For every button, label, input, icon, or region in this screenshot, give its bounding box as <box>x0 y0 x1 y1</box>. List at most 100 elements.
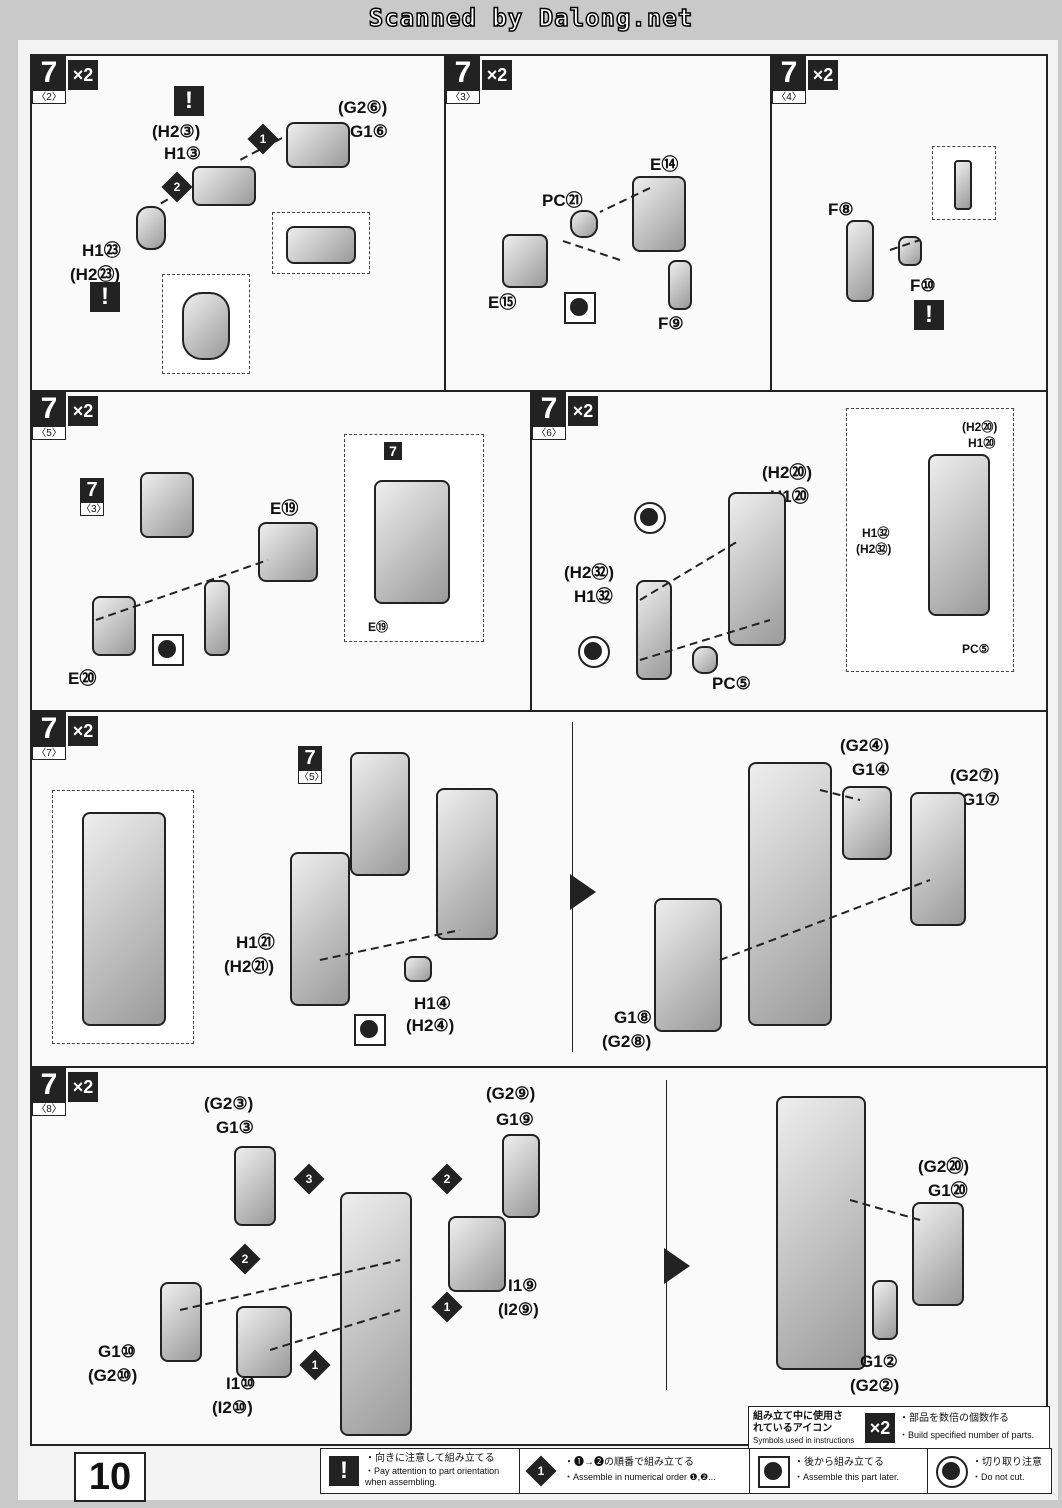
order-1-icon: 1 <box>299 1349 331 1381</box>
joint-detail <box>182 292 230 360</box>
step-panel-7-8: 7 〈8〉 ×2 (G2③) G1③ (G2⑨) G1⑨ 3 2 2 I1⑨ (… <box>30 1066 1048 1446</box>
step-panel-7-7: 7 〈7〉 ×2 7 〈5〉 H1㉑ (H2㉑) H1④ (H2④) (G2④)… <box>30 710 1048 1070</box>
seal-icon <box>564 292 596 324</box>
ref-step-sub: 〈3〉 <box>80 502 107 516</box>
step-number: 7 <box>772 56 806 90</box>
part-label: H1㉜ <box>574 587 613 606</box>
part-label: (H2㉜) <box>856 542 892 556</box>
calf-armor-part <box>910 792 966 926</box>
step-badge: 7 〈4〉 ×2 <box>772 56 840 106</box>
no-cut-icon <box>936 1456 968 1488</box>
part-label: (G2⑥) <box>338 98 388 117</box>
legend-x2-box: 組み立て中に使用されているアイコン Symbols used in instru… <box>748 1406 1050 1450</box>
part-label: G1④ <box>852 760 890 779</box>
part-label: (H2⑳) <box>762 463 813 482</box>
part-label: G1⑧ <box>614 1008 652 1027</box>
assembled-detail <box>82 812 166 1026</box>
multiplier-badge-icon: ×2 <box>865 1413 895 1443</box>
part-label: (G2④) <box>840 736 890 755</box>
part-label: E⑳ <box>68 669 97 688</box>
legend-later-jp: ・後から組み立てる <box>794 1457 884 1468</box>
part-label: (H2④) <box>406 1016 455 1035</box>
step-badge: 7 〈2〉 ×2 <box>32 56 100 106</box>
ball-joint-part <box>136 206 166 250</box>
next-arrow-icon <box>664 1248 690 1284</box>
part-label: F⑩ <box>910 276 936 295</box>
panel-part <box>502 234 548 288</box>
part-label: (I2⑨) <box>498 1300 539 1319</box>
side-panel-part <box>92 596 136 656</box>
part-label: G1③ <box>216 1118 254 1137</box>
part-label: H1⑳ <box>968 436 996 450</box>
divider <box>666 1080 667 1390</box>
leg-core-part <box>340 1192 412 1436</box>
part-label: G1⑦ <box>962 790 1000 809</box>
ref-step-number: 7 <box>80 478 104 502</box>
bar-part <box>204 580 230 656</box>
legend-title-jp: 組み立て中に使用されているアイコン <box>753 1411 843 1434</box>
part-label: (G2⑳) <box>918 1157 969 1176</box>
part-label: PC⑤ <box>962 642 990 656</box>
step-number: 7 <box>32 56 66 90</box>
part-label: (H2㉓) <box>70 265 121 284</box>
leg-assembly-part <box>748 762 832 1026</box>
order-1-icon: 1 <box>525 1455 557 1487</box>
step-panel-7-4: 7 〈4〉 ×2 F⑧ F⑩ ! <box>770 54 1048 392</box>
joint-part <box>258 522 318 582</box>
step-panel-7-2: 7 〈2〉 ×2 ! (H2③) H1③ (G2⑥) G1⑥ 1 2 H1㉓ (… <box>30 54 446 392</box>
part-label: (H2③) <box>152 122 201 141</box>
part-label: H1㉑ <box>236 933 275 952</box>
step-panel-7-3: 7 〈3〉 ×2 E⑭ PC㉑ E⑮ F⑨ <box>444 54 772 392</box>
order-2-icon: 2 <box>431 1163 463 1195</box>
housing-part <box>632 176 686 252</box>
part-label: H1㉜ <box>862 526 890 540</box>
pin-part <box>898 236 922 266</box>
part-label: F⑨ <box>658 314 684 333</box>
warning-icon: ! <box>914 300 944 330</box>
part-label: (G2③) <box>204 1094 254 1113</box>
step-badge: 7 〈5〉 ×2 <box>32 392 100 442</box>
knee-part <box>502 1134 540 1218</box>
legend-warn-jp: ・向きに注意して組み立てる <box>365 1453 495 1464</box>
legend-warn-en: ・Pay attention to part orientation when … <box>365 1466 500 1487</box>
step-panel-7-5: 7 〈5〉 ×2 7 〈3〉 E⑲ E⑳ 7 E⑲ <box>30 390 532 712</box>
multiplier-badge: ×2 <box>68 716 98 746</box>
next-arrow-icon <box>570 874 596 910</box>
ref-step-number: 7 <box>384 442 402 460</box>
legend-warn: ! ・向きに注意して組み立てる ・Pay attention to part o… <box>321 1449 517 1493</box>
ref-step-sub: 〈5〉 <box>298 770 325 784</box>
no-cut-icon <box>634 502 666 534</box>
warning-icon: ! <box>174 86 204 116</box>
legend-x2-en: ・Build specified number of parts. <box>899 1430 1035 1440</box>
part-label: (H2㉜) <box>564 563 615 582</box>
leg-frame-part <box>728 492 786 646</box>
multiplier-badge: ×2 <box>482 60 512 90</box>
step-number: 7 <box>532 392 566 426</box>
shoulder-part <box>286 122 350 168</box>
part-label: (H2⑳) <box>962 420 998 434</box>
part-label: E⑲ <box>270 499 299 518</box>
part-label: (G2⑨) <box>486 1084 536 1103</box>
order-1-icon: 1 <box>431 1291 463 1323</box>
step-sub: 〈4〉 <box>772 90 806 104</box>
leg-detail <box>928 454 990 616</box>
pc-part <box>570 210 598 238</box>
side-part <box>160 1282 202 1362</box>
legend-later-en: ・Assemble this part later. <box>794 1472 900 1482</box>
order-1-icon: 1 <box>247 123 279 155</box>
step-sub: 〈5〉 <box>32 426 66 440</box>
ankle-part <box>236 1306 292 1378</box>
step-number: 7 <box>446 56 480 90</box>
step-sub: 〈6〉 <box>532 426 566 440</box>
pc-part <box>692 646 718 674</box>
part-label: G1⑩ <box>98 1342 136 1361</box>
part-label: PC⑤ <box>712 674 751 693</box>
leg-frame-part <box>436 788 498 940</box>
legend-row: ! ・向きに注意して組み立てる ・Pay attention to part o… <box>320 1448 1052 1494</box>
order-2-icon: 2 <box>161 171 193 203</box>
leg-half-part <box>636 580 672 680</box>
legend-x2-jp: ・部品を数倍の個数作る <box>899 1413 1009 1424</box>
pin-detail <box>954 160 972 210</box>
step-sub: 〈3〉 <box>446 90 480 104</box>
watermark: Scanned by Dalong.net <box>368 3 694 33</box>
